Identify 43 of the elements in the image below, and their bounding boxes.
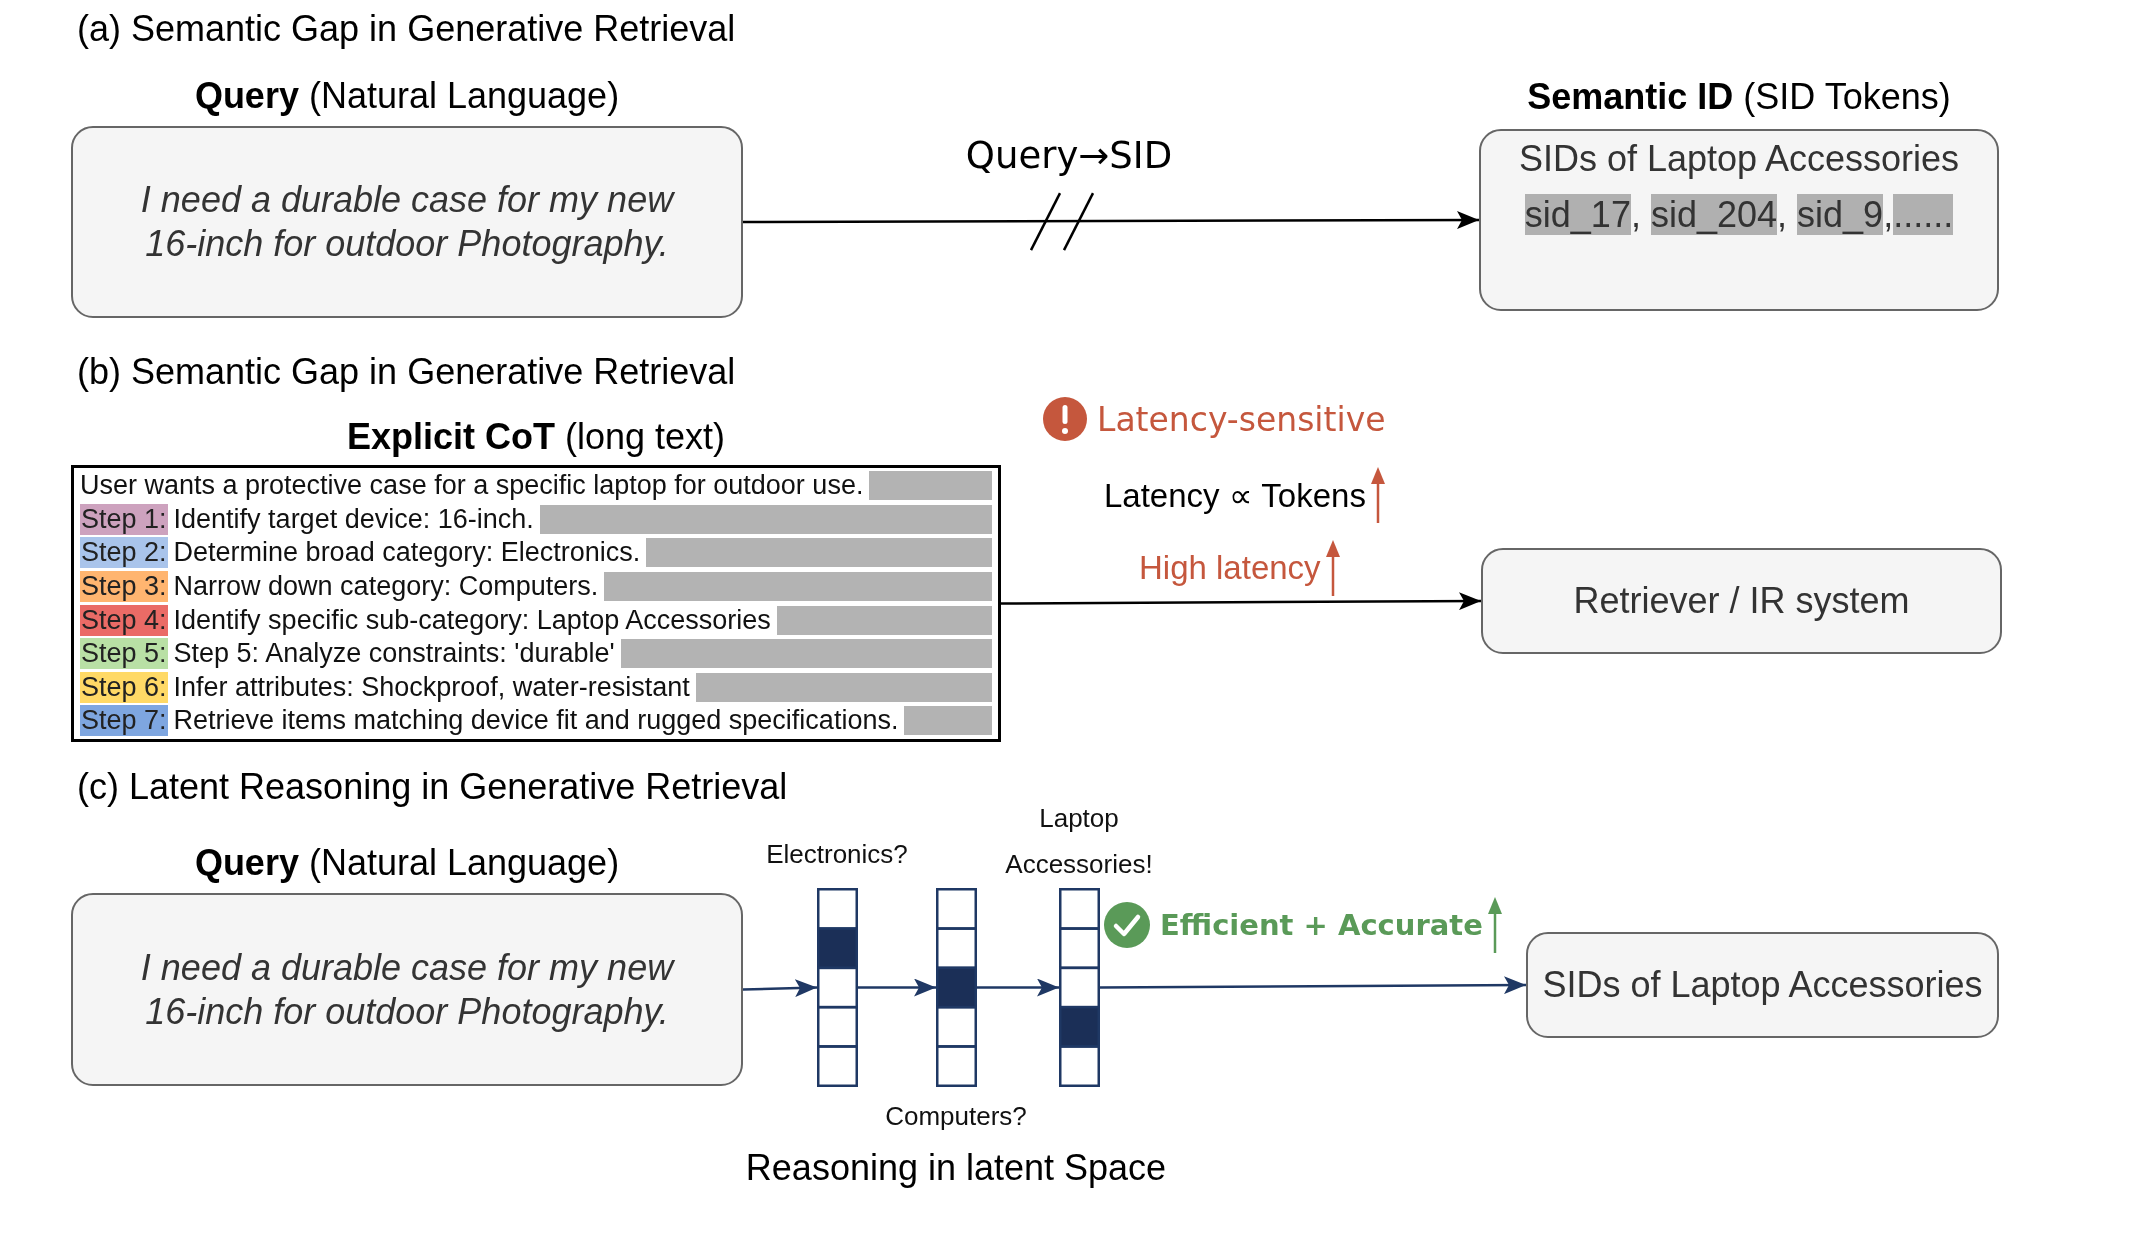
step-text: Determine broad category: Electronics. — [173, 537, 641, 569]
step-tag: Step 5: — [80, 638, 168, 670]
formula-text: Latency ∝ Tokens — [1104, 475, 1366, 515]
query-text: I need a durable case for my new 16-inch for outdoor Photography. — [139, 178, 676, 266]
arrow — [1001, 592, 1481, 611]
panel-heading: Semantic ID (SID Tokens) — [1527, 77, 1951, 117]
cot-text: User wants a protective case for a specific laptop for outdoor use. — [80, 470, 864, 502]
arrow — [743, 211, 1479, 230]
step-tag: Step 1: — [80, 503, 168, 535]
section-title: (c) Latent Reasoning in Generative Retrieval — [77, 766, 788, 808]
box-text: SIDs of Laptop Accessories — [1542, 963, 1983, 1007]
panel-heading: Query (Natural Language) — [194, 76, 620, 116]
section-title: (a) Semantic Gap in Generative Retrieval — [77, 8, 736, 50]
step-tag: Step 4: — [80, 604, 168, 636]
annotation-text: Latency-sensitive — [1097, 399, 1386, 439]
step-tag: Step 3: — [80, 571, 168, 603]
annotation-text: High latency — [1139, 549, 1321, 587]
step-text: Identify specific sub-category: Laptop Accessories — [173, 604, 771, 636]
annotation-text: Efficient + Accurate — [1160, 908, 1483, 942]
edge-label: Query→SID — [965, 133, 1173, 177]
arrow — [977, 978, 1059, 997]
step-text: Retrieve items matching device fit and rugged specifications. — [173, 705, 899, 737]
step-tag: Step 2: — [80, 537, 168, 569]
vector-caption: Electronics? — [766, 838, 908, 871]
box-title: SIDs of Laptop Accessories — [1518, 137, 1960, 181]
step-text: Identify target device: 16-inch. — [173, 503, 534, 535]
arrow — [1100, 976, 1526, 995]
box-text: Retriever / IR system — [1573, 579, 1910, 623]
step-text: Narrow down category: Computers. — [173, 571, 599, 603]
step-tag: Step 7: — [80, 705, 168, 737]
panel-heading: Explicit CoT (long text) — [346, 417, 726, 457]
query-text: I need a durable case for my new 16-inch for outdoor Photography. — [139, 945, 676, 1034]
section-title: (b) Semantic Gap in Generative Retrieval — [77, 351, 736, 393]
caption-text: Reasoning in latent Space — [745, 1147, 1167, 1189]
step-text: Infer attributes: Shockproof, water-resistant — [173, 671, 690, 703]
step-text: Step 5: Analyze constraints: 'durable' — [173, 638, 615, 670]
vector-caption: Laptop Accessories! — [1004, 802, 1154, 881]
arrow — [858, 978, 936, 997]
panel-heading: Query (Natural Language) — [194, 843, 620, 883]
arrow — [742, 979, 818, 998]
sid-token-list: sid_17, sid_204, sid_9,...... — [1524, 193, 1954, 237]
step-tag: Step 6: — [80, 671, 168, 703]
vector-caption: Computers? — [885, 1100, 1027, 1133]
